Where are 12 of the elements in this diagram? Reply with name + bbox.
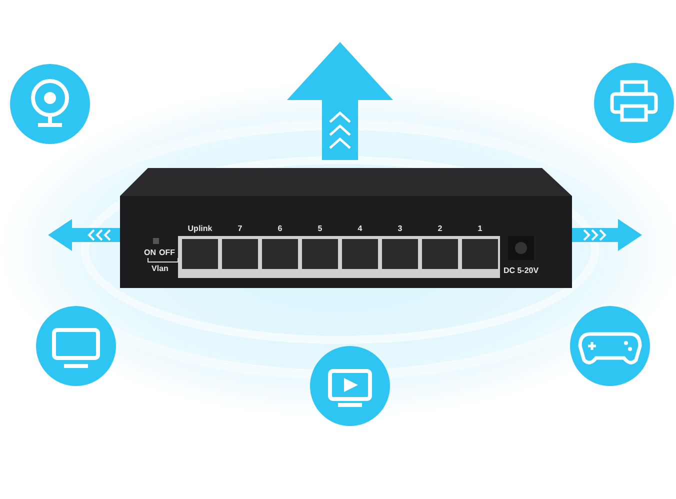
port-label: 2 (438, 224, 442, 233)
port-label: 5 (318, 224, 322, 233)
port-label: 3 (398, 224, 402, 233)
switch-label: Vlan (152, 264, 168, 273)
switch-label: ON (144, 248, 156, 257)
port-label: 4 (358, 224, 362, 233)
port-label: 7 (238, 224, 242, 233)
port-label: Uplink (188, 224, 212, 233)
port-label: 6 (278, 224, 282, 233)
port-label: 1 (478, 224, 482, 233)
switch-label: OFF (159, 248, 175, 257)
power-label: DC 5-20V (503, 266, 539, 275)
